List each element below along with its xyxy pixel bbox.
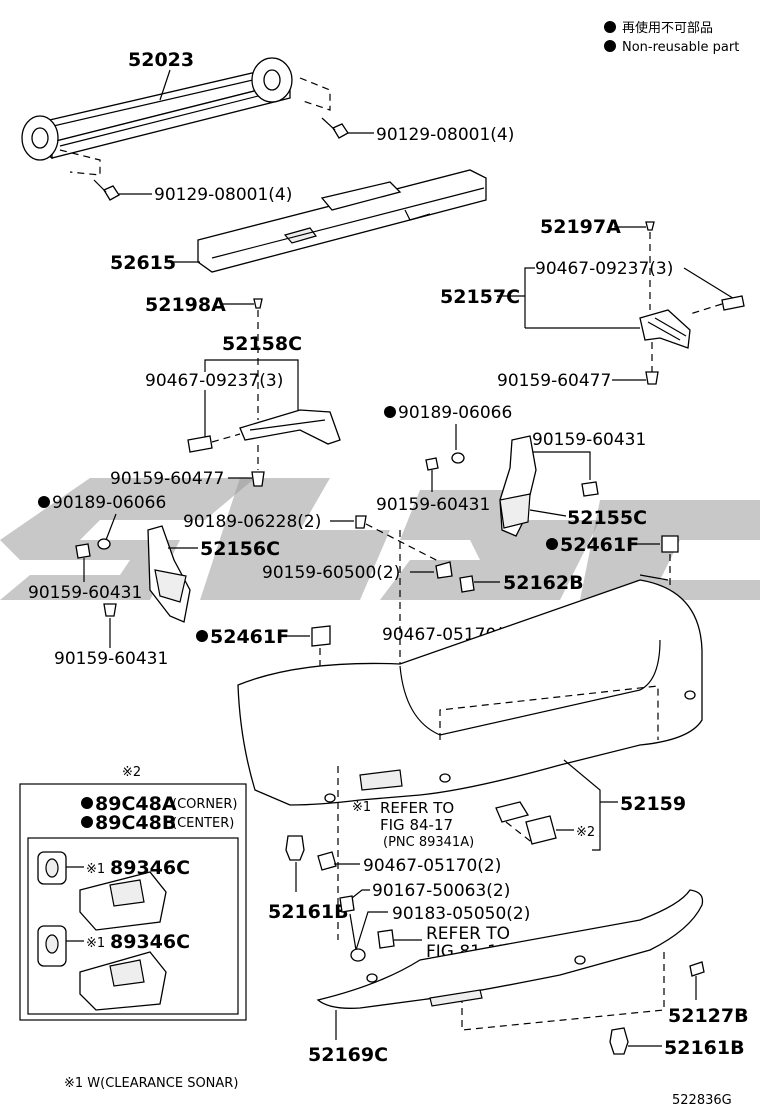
non-reusable-dot-icon — [384, 406, 396, 418]
sensor-icon — [37, 925, 67, 967]
clip-icon — [609, 1027, 629, 1055]
footnote: ※1 W(CLEARANCE SONAR) — [64, 1076, 238, 1091]
clip-icon — [317, 851, 337, 871]
box-mark-2: ※2 — [122, 765, 141, 780]
non-reusable-dot-icon — [604, 40, 616, 52]
pad-52461f-l — [311, 625, 331, 647]
label-90189-06228: 90189-06228(2) — [183, 512, 321, 532]
clip-icon — [253, 298, 263, 309]
screw-icon — [689, 295, 745, 315]
label-89c48b-note: (CENTER) — [172, 816, 234, 831]
label-90159-60431-r: 90159-60431 — [532, 430, 646, 450]
refer-a-line2: FIG 84-17 — [380, 816, 453, 834]
label-52157c: 52157C — [440, 286, 520, 308]
watermark-logo — [0, 478, 760, 600]
label-52156c: 52156C — [200, 538, 280, 560]
clip-icon — [285, 835, 305, 861]
legend-en: Non-reusable part — [622, 40, 739, 55]
label-90159-60431-r2: 90159-60431 — [376, 495, 490, 515]
screw-icon — [339, 895, 355, 913]
retainer-52156c — [147, 525, 191, 623]
label-52197a: 52197A — [540, 216, 621, 238]
sensor-icon — [37, 851, 67, 885]
legend: 再使用不可部品 Non-reusable part — [604, 20, 739, 55]
mark-1-h2: ※1 — [86, 936, 105, 951]
label-89c48b: 89C48B — [95, 812, 176, 834]
label-52198a: 52198A — [145, 294, 226, 316]
screw-icon — [645, 371, 659, 385]
screw-icon — [581, 481, 599, 497]
screw-icon — [251, 471, 265, 487]
refer-a-line3: (PNC 89341A) — [383, 835, 474, 850]
label-90189-06066-l: 90189-06066 — [52, 493, 166, 513]
non-reusable-dot-icon — [81, 816, 93, 828]
label-90467-l: 90467-09237(3) — [145, 371, 283, 391]
label-90159-60500: 90159-60500(2) — [262, 563, 400, 583]
label-89346c-a: 89346C — [110, 857, 190, 879]
plate-52127b — [689, 961, 705, 977]
label-89c48a-note: (CORNER) — [172, 797, 237, 812]
spacer-52162b — [459, 575, 475, 593]
label-90129-b: 90129-08001(4) — [154, 185, 292, 205]
mark-1-h1: ※1 — [86, 862, 105, 877]
label-90159-60477-r: 90159-60477 — [497, 371, 611, 391]
bolt-icon — [377, 929, 395, 949]
sonar-bracket-icon — [495, 801, 557, 845]
non-reusable-dot-icon — [81, 797, 93, 809]
screw-icon — [103, 603, 117, 617]
nut-icon — [355, 515, 367, 529]
non-reusable-dot-icon — [604, 21, 616, 33]
label-90129-a: 90129-08001(4) — [376, 125, 514, 145]
sensor-inner-box — [27, 837, 239, 1015]
retainer-52155c — [499, 435, 537, 537]
label-90467-05170-2: 90467-05170(2) — [363, 856, 501, 876]
non-reusable-dot-icon — [196, 630, 208, 642]
label-52169c: 52169C — [308, 1044, 388, 1066]
label-90167-50063: 90167-50063(2) — [372, 881, 510, 901]
label-52461f-l: 52461F — [210, 626, 289, 648]
label-90183-05050: 90183-05050(2) — [392, 904, 530, 924]
label-90159-60431-l3: 90159-60431 — [54, 649, 168, 669]
label-52127b: 52127B — [668, 1005, 749, 1027]
label-89c48a: 89C48A — [95, 793, 177, 815]
label-90159-60477-l: 90159-60477 — [110, 469, 224, 489]
label-52155c: 52155C — [567, 507, 647, 529]
reinforcement-52023 — [21, 57, 331, 176]
screw-icon — [187, 433, 241, 453]
label-52461f-r: 52461F — [560, 534, 639, 556]
label-52615: 52615 — [110, 252, 176, 274]
screw-icon — [435, 561, 453, 579]
pad-52461f-r — [661, 535, 679, 553]
mark-1-a: ※1 — [352, 800, 371, 815]
label-90467-r: 90467-09237(3) — [535, 259, 673, 279]
figure-number: 522836G — [672, 1093, 732, 1108]
holder-89346c-a — [79, 871, 167, 931]
bumper-cover-52159 — [237, 574, 703, 806]
nut-icon — [75, 538, 111, 559]
mark-2: ※2 — [576, 825, 595, 840]
bracket-52158c — [239, 409, 341, 445]
label-52161b-r: 52161B — [664, 1037, 745, 1059]
non-reusable-dot-icon — [546, 538, 558, 550]
label-52023: 52023 — [128, 49, 194, 71]
label-52159: 52159 — [620, 793, 686, 815]
label-52158c: 52158C — [222, 333, 302, 355]
sensor-box — [19, 783, 247, 1021]
legend-jp: 再使用不可部品 — [622, 20, 713, 36]
lower-cover-52169c — [316, 889, 704, 1031]
label-52161b-l: 52161B — [268, 901, 349, 923]
clip-icon — [645, 221, 655, 231]
label-90189-06066-r: 90189-06066 — [398, 403, 512, 423]
label-89346c-b: 89346C — [110, 931, 190, 953]
bracket-52157c — [639, 309, 691, 349]
label-52162b: 52162B — [503, 572, 584, 594]
nut-icon — [425, 452, 465, 471]
refer-b-line1: REFER TO — [426, 924, 510, 944]
label-90159-60431-l2: 90159-60431 — [28, 583, 142, 603]
non-reusable-dot-icon — [38, 496, 50, 508]
refer-a-line1: REFER TO — [380, 799, 454, 817]
holder-89346c-b — [79, 951, 167, 1011]
